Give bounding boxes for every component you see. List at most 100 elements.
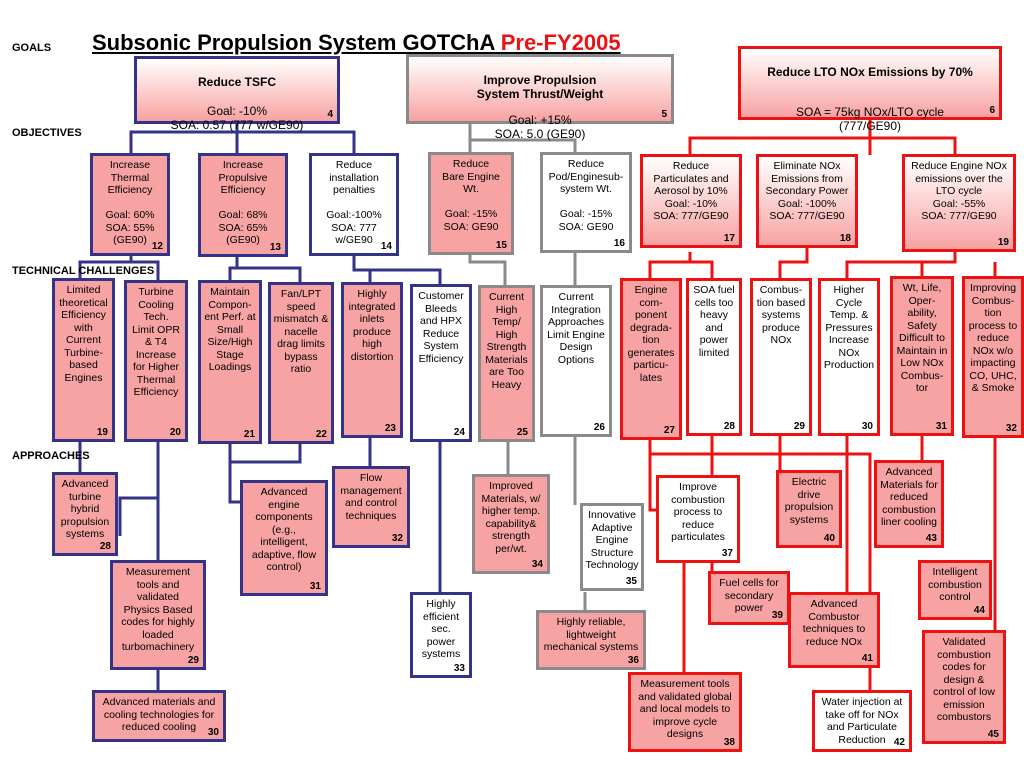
approach-38-box: Measurement tools and validated global a…: [628, 672, 742, 752]
approach-30-box: Advanced materials and cooling technolog…: [92, 690, 226, 742]
goal-4-box: Reduce TSFC Goal: -10% SOA: 0.57 (777 w/…: [134, 56, 340, 132]
approach-text: Measurement tools and validated Physics …: [121, 566, 195, 653]
challenge-25-box: Current High Temp/ High Strength Materia…: [478, 285, 535, 442]
challenge-number: 21: [243, 429, 255, 440]
technical-challenges-label: TECHNICAL CHALLENGES: [12, 265, 155, 277]
approach-28-box: Advanced turbine hybrid propulsion syste…: [52, 472, 118, 556]
approach-text: Water injection at take off for NOx and …: [821, 696, 903, 746]
goal-body: Goal: +15% SOA: 5.0 (GE90): [494, 113, 586, 141]
objective-number: 16: [613, 238, 625, 249]
challenge-text: Customer Bleeds and HPX Reduce System Ef…: [418, 290, 464, 365]
challenge-number: 24: [453, 427, 465, 438]
challenge-number: 26: [593, 422, 605, 433]
objective-number: 17: [723, 233, 735, 244]
approach-text: Highly reliable, lightweight mechanical …: [543, 616, 639, 653]
approach-text: Innovative Adaptive Engine Structure Tec…: [585, 509, 639, 571]
challenge-32-box: Improving Combus- tion process to reduce…: [962, 276, 1024, 438]
goal-body: SOA = 75kg NOx/LTO cycle (777/GE90): [796, 105, 944, 133]
objective-text: Reduce Particulates and Aerosol by 10% G…: [653, 160, 729, 222]
challenge-29-box: Combus- tion based systems produce NOx 29: [750, 278, 812, 436]
approach-37-box: Improve combustion process to reduce par…: [656, 475, 740, 563]
challenge-text: Fan/LPT speed mismatch & nacelle drag li…: [273, 288, 329, 375]
challenge-number: 27: [663, 425, 675, 436]
challenge-24-box: Customer Bleeds and HPX Reduce System Ef…: [410, 284, 472, 442]
approach-number: 38: [723, 737, 735, 748]
objective-18-box: Eliminate NOx Emissions from Secondary P…: [756, 154, 858, 248]
goal-title: Reduce LTO NOx Emissions by 70%: [767, 64, 973, 79]
objective-text: Reduce Engine NOx emissions over the LTO…: [911, 160, 1007, 222]
approach-number: 40: [823, 533, 835, 544]
challenge-22-box: Fan/LPT speed mismatch & nacelle drag li…: [268, 282, 334, 444]
goals-label: GOALS: [12, 42, 52, 54]
title-main: Subsonic Propulsion System GOTChA: [92, 30, 495, 55]
approaches-label: APPROACHES: [12, 450, 90, 462]
approach-number: 37: [721, 548, 733, 559]
challenge-number: 25: [516, 427, 528, 438]
challenge-number: 32: [1005, 423, 1017, 434]
objective-text: Increase Propulsive Efficiency Goal: 68%…: [218, 159, 268, 246]
challenge-number: 22: [315, 429, 327, 440]
objective-text: Eliminate NOx Emissions from Secondary P…: [765, 160, 849, 222]
challenge-text: Turbine Cooling Tech. Limit OPR & T4 Inc…: [132, 286, 180, 398]
approach-number: 30: [207, 727, 219, 738]
objective-text: Reduce Bare Engine Wt. Goal: -15% SOA: G…: [442, 158, 500, 233]
challenge-text: Limited theoretical Efficiency with Curr…: [59, 284, 108, 384]
challenge-21-box: Maintain Compon- ent Perf. at Small Size…: [198, 280, 262, 444]
approach-text: Electric drive propulsion systems: [784, 476, 834, 526]
objective-16-box: Reduce Pod/Enginesub- system Wt. Goal: -…: [540, 152, 632, 253]
approach-number: 35: [625, 576, 637, 587]
goal-6-box: Reduce LTO NOx Emissions by 70% SOA = 75…: [738, 46, 1002, 133]
approach-number: 45: [987, 729, 999, 740]
approach-number: 36: [627, 655, 639, 666]
challenge-text: Current High Temp/ High Strength Materia…: [485, 291, 528, 391]
objective-number: 15: [495, 240, 507, 251]
objective-17-box: Reduce Particulates and Aerosol by 10% G…: [640, 154, 742, 248]
approach-35-box: Innovative Adaptive Engine Structure Tec…: [580, 503, 644, 591]
challenge-text: Combus- tion based systems produce NOx: [756, 284, 806, 346]
challenge-number: 30: [861, 421, 873, 432]
approach-text: Advanced materials and cooling technolog…: [102, 696, 216, 733]
goal-number: 4: [327, 109, 333, 120]
goal-number: 5: [661, 109, 667, 120]
challenge-number: 19: [96, 427, 108, 438]
objective-text: Increase Thermal Efficiency Goal: 60% SO…: [105, 159, 155, 246]
challenge-number: 28: [723, 421, 735, 432]
goal-title: Improve Propulsion System Thrust/Weight: [476, 72, 604, 101]
approach-number: 33: [453, 663, 465, 674]
approach-41-box: Advanced Combustor techniques to reduce …: [788, 592, 880, 668]
objective-text: Reduce installation penalties Goal:-100%…: [326, 159, 382, 246]
challenge-text: Higher Cycle Temp. & Pressures Increase …: [823, 284, 875, 371]
approach-text: Advanced Combustor techniques to reduce …: [802, 598, 866, 648]
approach-number: 34: [531, 559, 543, 570]
objective-number: 18: [839, 233, 851, 244]
objective-number: 13: [269, 242, 281, 253]
challenge-19-box: Limited theoretical Efficiency with Curr…: [52, 278, 115, 442]
approach-text: Improved Materials, w/ higher temp. capa…: [481, 480, 541, 555]
goal-number: 6: [989, 105, 995, 116]
challenge-28-box: SOA fuel cells too heavy and power limit…: [686, 278, 742, 436]
challenge-number: 23: [384, 423, 396, 434]
approach-text: Advanced Materials for reduced combustio…: [880, 466, 938, 528]
goal-title: Reduce TSFC: [197, 74, 276, 89]
challenge-30-box: Higher Cycle Temp. & Pressures Increase …: [818, 278, 880, 436]
approach-text: Fuel cells for secondary power: [719, 577, 779, 614]
objective-number: 19: [997, 237, 1009, 248]
objectives-label: OBJECTIVES: [12, 127, 82, 139]
objective-13-box: Increase Propulsive Efficiency Goal: 68%…: [198, 153, 288, 257]
objective-number: 12: [151, 241, 163, 252]
approach-45-box: Validated combustion codes for design & …: [922, 630, 1006, 744]
challenge-number: 31: [935, 421, 947, 432]
challenge-23-box: Highly integrated inlets produce high di…: [341, 282, 403, 438]
approach-36-box: Highly reliable, lightweight mechanical …: [536, 610, 646, 670]
approach-42-box: Water injection at take off for NOx and …: [812, 690, 912, 752]
challenge-number: 29: [793, 421, 805, 432]
challenge-text: Wt, Life, Oper- ability, Safety Difficul…: [896, 282, 948, 394]
approach-number: 29: [187, 655, 199, 666]
title-suffix: Pre-FY2005: [500, 30, 621, 55]
approach-number: 44: [973, 605, 985, 616]
approach-43-box: Advanced Materials for reduced combustio…: [874, 460, 944, 548]
